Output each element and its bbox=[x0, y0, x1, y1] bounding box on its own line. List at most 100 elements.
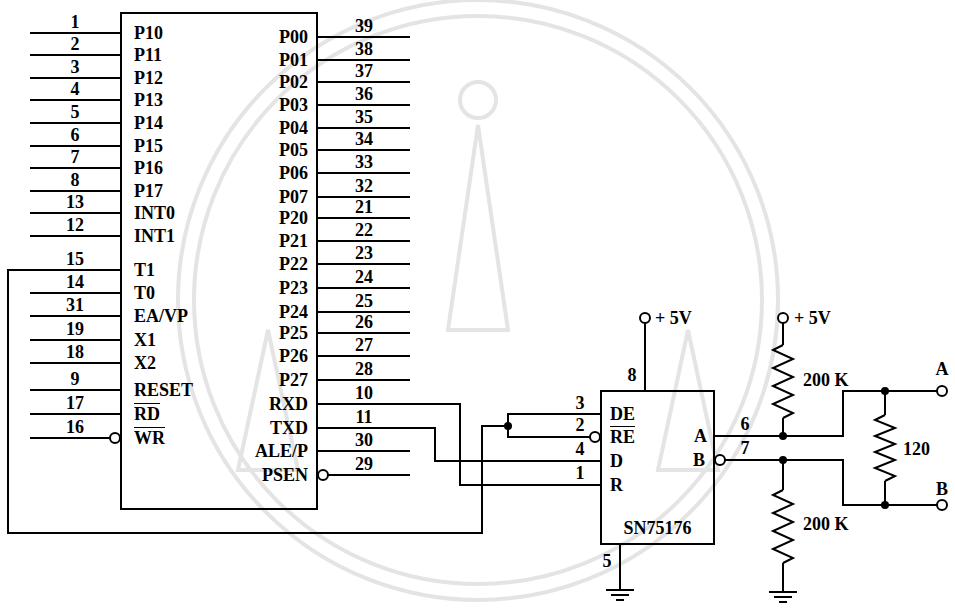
pin-number: 8 bbox=[71, 171, 80, 189]
pin-name: P17 bbox=[134, 182, 163, 200]
supply-label: + 5V bbox=[655, 309, 692, 327]
junction-dot bbox=[779, 456, 787, 464]
pin-name: EA/VP bbox=[134, 307, 188, 325]
pin-name: PSEN bbox=[262, 466, 308, 484]
junction-dot bbox=[779, 432, 787, 440]
pin-number: 1 bbox=[71, 13, 80, 31]
pin-number: 22 bbox=[355, 221, 373, 239]
pin-number: 11 bbox=[355, 408, 372, 426]
pin-number: 8 bbox=[628, 366, 637, 384]
wire bbox=[782, 563, 784, 592]
pin-number: 3 bbox=[71, 58, 80, 76]
pin-stub bbox=[318, 450, 410, 452]
pin-stub bbox=[318, 172, 410, 174]
inversion-bubble bbox=[318, 470, 328, 480]
wire bbox=[782, 460, 784, 490]
resistor-symbol bbox=[875, 415, 895, 481]
pin-stub bbox=[318, 379, 410, 381]
wire bbox=[725, 460, 937, 505]
resistor-value: 120 bbox=[903, 440, 930, 458]
pin-stub bbox=[30, 362, 120, 364]
pin-name: D bbox=[610, 452, 623, 470]
pin-name: ALE/P bbox=[255, 442, 308, 460]
pin-name: P02 bbox=[279, 73, 308, 91]
terminal bbox=[937, 500, 947, 510]
pin-number: 6 bbox=[71, 126, 80, 144]
pin-name: P24 bbox=[279, 303, 308, 321]
ground-symbol bbox=[779, 601, 787, 603]
pin-stub bbox=[318, 104, 410, 106]
pin-number: 5 bbox=[71, 103, 80, 121]
pin-name: WR bbox=[134, 429, 165, 447]
chip-name: SN75176 bbox=[623, 519, 691, 537]
resistor-symbol bbox=[773, 345, 895, 563]
terminal bbox=[640, 313, 650, 323]
pin-number: 34 bbox=[355, 130, 373, 148]
pin-stub bbox=[30, 54, 120, 56]
pin-number: 29 bbox=[355, 455, 373, 473]
pin-number: 17 bbox=[66, 394, 84, 412]
resistor-symbol bbox=[773, 345, 793, 418]
pin-name: INT1 bbox=[134, 227, 175, 245]
pin-number: 9 bbox=[71, 370, 80, 388]
pin-number: 13 bbox=[66, 193, 84, 211]
pin-number: 10 bbox=[355, 384, 373, 402]
pin-stub bbox=[30, 99, 120, 101]
pin-name: RXD bbox=[269, 395, 308, 413]
pin-name: R bbox=[610, 476, 623, 494]
pin-name: P20 bbox=[279, 209, 308, 227]
watermark bbox=[194, 16, 762, 584]
terminal bbox=[778, 313, 788, 323]
pin-name: RD bbox=[134, 405, 160, 423]
pin-number: 7 bbox=[741, 439, 750, 457]
watermark bbox=[178, 0, 778, 600]
pin-number: 38 bbox=[355, 40, 373, 58]
pin-number: 2 bbox=[71, 35, 80, 53]
signal-wire bbox=[8, 270, 600, 533]
inversion-bubble bbox=[110, 433, 120, 443]
watermark bbox=[658, 330, 718, 470]
pin-stub bbox=[30, 389, 120, 391]
resistor-value: 200 K bbox=[803, 515, 849, 533]
watermark bbox=[448, 125, 508, 330]
pin-number: 23 bbox=[355, 244, 373, 262]
pin-name: P06 bbox=[279, 164, 308, 182]
pin-stub bbox=[328, 474, 410, 476]
pin-name: B bbox=[693, 451, 705, 469]
supply-label: + 5V bbox=[794, 309, 831, 327]
pin-stub bbox=[30, 437, 110, 439]
ground-symbol bbox=[606, 590, 797, 602]
pin-stub bbox=[30, 339, 120, 341]
pin-stub bbox=[30, 413, 120, 415]
pin-stub bbox=[30, 145, 120, 147]
pin-number: 3 bbox=[576, 394, 585, 412]
terminal bbox=[640, 313, 947, 510]
junction-dot bbox=[504, 387, 889, 509]
pin-number: 19 bbox=[66, 320, 84, 338]
pin-stub bbox=[318, 36, 410, 38]
pin-name: P26 bbox=[279, 347, 308, 365]
ground-symbol bbox=[616, 599, 624, 601]
pin-stub bbox=[318, 287, 410, 289]
signal-wire bbox=[318, 404, 600, 485]
pin-name: P04 bbox=[279, 119, 308, 137]
wire bbox=[644, 323, 646, 390]
pin-stub bbox=[318, 240, 410, 242]
pin-stub bbox=[318, 217, 410, 219]
pin-name: P15 bbox=[134, 137, 163, 155]
pin-number: 30 bbox=[355, 431, 373, 449]
ground-symbol bbox=[611, 594, 629, 596]
pin-number: 4 bbox=[71, 80, 80, 98]
pin-number: 27 bbox=[355, 336, 373, 354]
pin-name: P23 bbox=[279, 279, 308, 297]
pin-stub bbox=[318, 59, 410, 61]
pin-name: P21 bbox=[279, 232, 308, 250]
pin-name: P13 bbox=[134, 91, 163, 109]
resistor-value: 200 K bbox=[803, 371, 849, 389]
pin-name: P01 bbox=[279, 51, 308, 69]
pin-stub bbox=[318, 127, 410, 129]
wire bbox=[619, 545, 621, 590]
pin-number: 25 bbox=[355, 292, 373, 310]
pin-number: 35 bbox=[355, 108, 373, 126]
pin-name: P07 bbox=[279, 188, 308, 206]
